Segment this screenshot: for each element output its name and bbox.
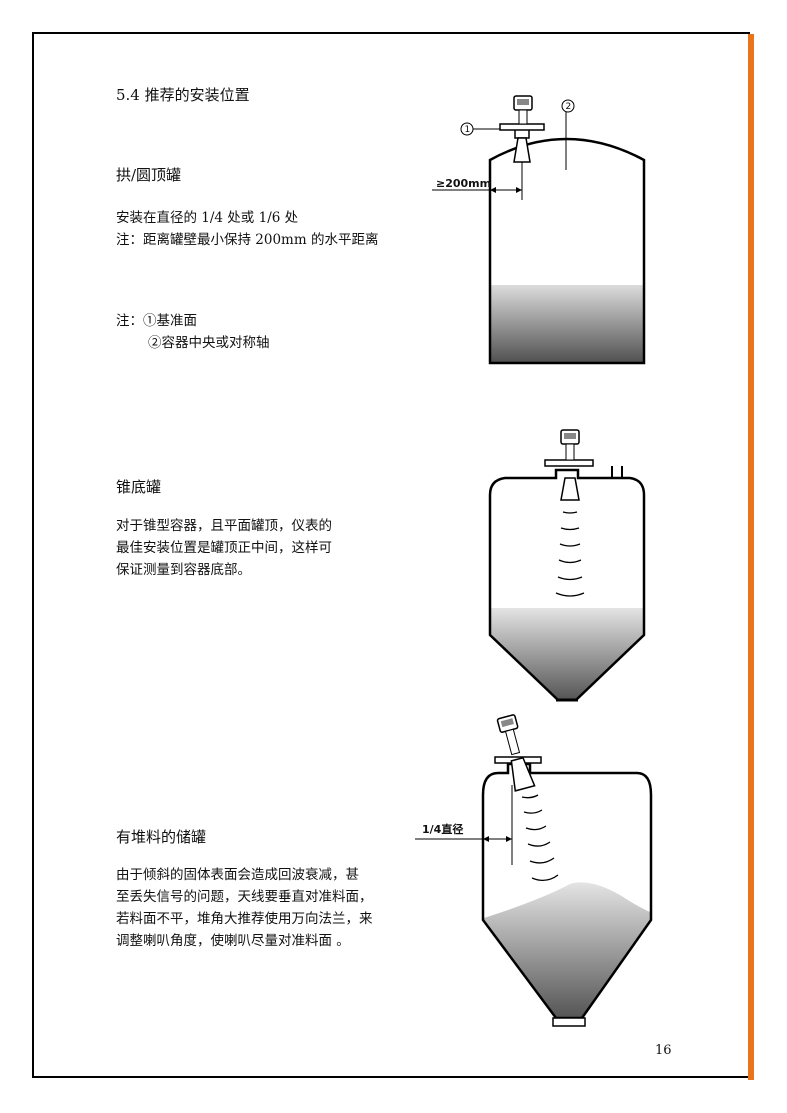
pile-text-3: 若料面不平，堆角大推荐使用万向法兰，来 (116, 911, 373, 927)
label-1: 1 (465, 125, 471, 135)
dome-shell (488, 137, 646, 365)
dome-text-1: 安装在直径的 1/4 处或 1/6 处 (116, 210, 299, 226)
dome-heading: 拱/圆顶罐 (116, 166, 182, 184)
dome-material (491, 285, 643, 363)
pile-tank-diagram: 1/4直径 (415, 714, 653, 1027)
dome-horn (513, 137, 531, 163)
dome-note-2: ②容器中央或对称轴 (148, 335, 270, 351)
pile-shell (481, 762, 653, 1020)
pile-text-2: 至丢失信号的问题，天线要垂直对准料面， (116, 889, 373, 905)
label-2-circle (561, 99, 575, 113)
pile-instrument (496, 714, 536, 792)
dome-text-2: 注：距离罐壁最小保持 200mm 的水平距离 (116, 232, 379, 248)
section-title: 5.4 推荐的安装位置 (116, 86, 250, 104)
distance-label: ≥200mm (436, 177, 491, 190)
cone-shell (488, 468, 646, 702)
quarter-diameter-label: 1/4直径 (422, 822, 463, 836)
pile-material (484, 882, 650, 1018)
cone-heading: 锥底罐 (116, 478, 162, 496)
cone-text-3: 保证测量到容器底部。 (116, 562, 251, 578)
cone-text-2: 最佳安装位置是罐顶正中间，这样可 (116, 540, 332, 556)
pile-waves (521, 794, 559, 882)
cone-waves (555, 511, 585, 597)
dome-note-1: 注：①基准面 (116, 313, 197, 329)
pile-text-1: 由于倾斜的固体表面会造成回波衰减，甚 (116, 867, 359, 883)
label-2: 2 (566, 102, 572, 112)
cone-horn (560, 477, 580, 501)
cone-tank-diagram (488, 429, 646, 702)
cone-material (491, 608, 643, 700)
cone-text-1: 对于锥型容器，且平面罐顶，仪表的 (116, 518, 332, 534)
pile-heading: 有堆料的储罐 (116, 828, 207, 846)
page-number: 16 (655, 1043, 672, 1058)
pile-text-4: 调整喇叭角度，使喇叭尽量对准料面 。 (116, 933, 350, 949)
accent-bar (748, 34, 754, 1080)
dome-tank-diagram: 1 2 ≥200mm (432, 95, 646, 365)
